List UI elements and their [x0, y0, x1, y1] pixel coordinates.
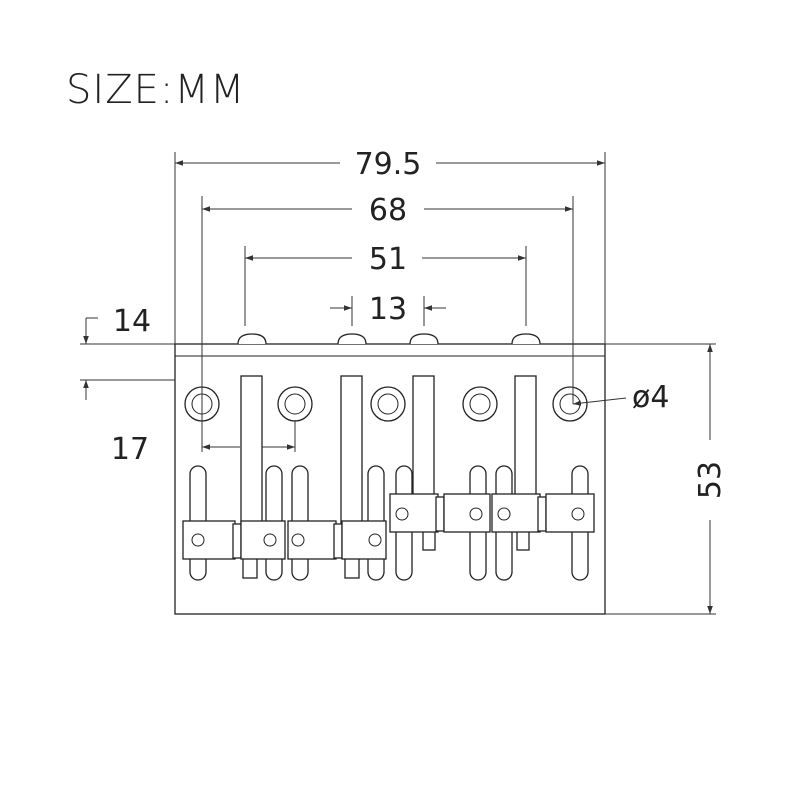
dim-outer-string-span: 51	[369, 242, 407, 277]
dimension-lines	[80, 152, 716, 615]
saddles	[182, 493, 595, 560]
screw-head	[237, 333, 267, 345]
dim-mounting-hole-span: 68	[369, 193, 407, 228]
dim-hole-spacing: 17	[111, 432, 149, 467]
screw-head	[409, 333, 439, 345]
mounting-holes	[184, 386, 588, 422]
springs	[240, 375, 537, 525]
base-plate	[174, 343, 606, 615]
screw-head	[511, 333, 541, 345]
screw-head	[337, 333, 367, 345]
dim-overall-width: 79.5	[355, 147, 422, 182]
dim-inner-string-span: 13	[369, 292, 407, 327]
page-title: SIZE:MM	[66, 67, 246, 113]
dim-hole-diameter: ø4	[632, 380, 669, 415]
bridge-drawing	[174, 333, 606, 615]
dim-top-offset: 14	[113, 304, 151, 339]
dim-overall-length: 53	[693, 461, 728, 499]
